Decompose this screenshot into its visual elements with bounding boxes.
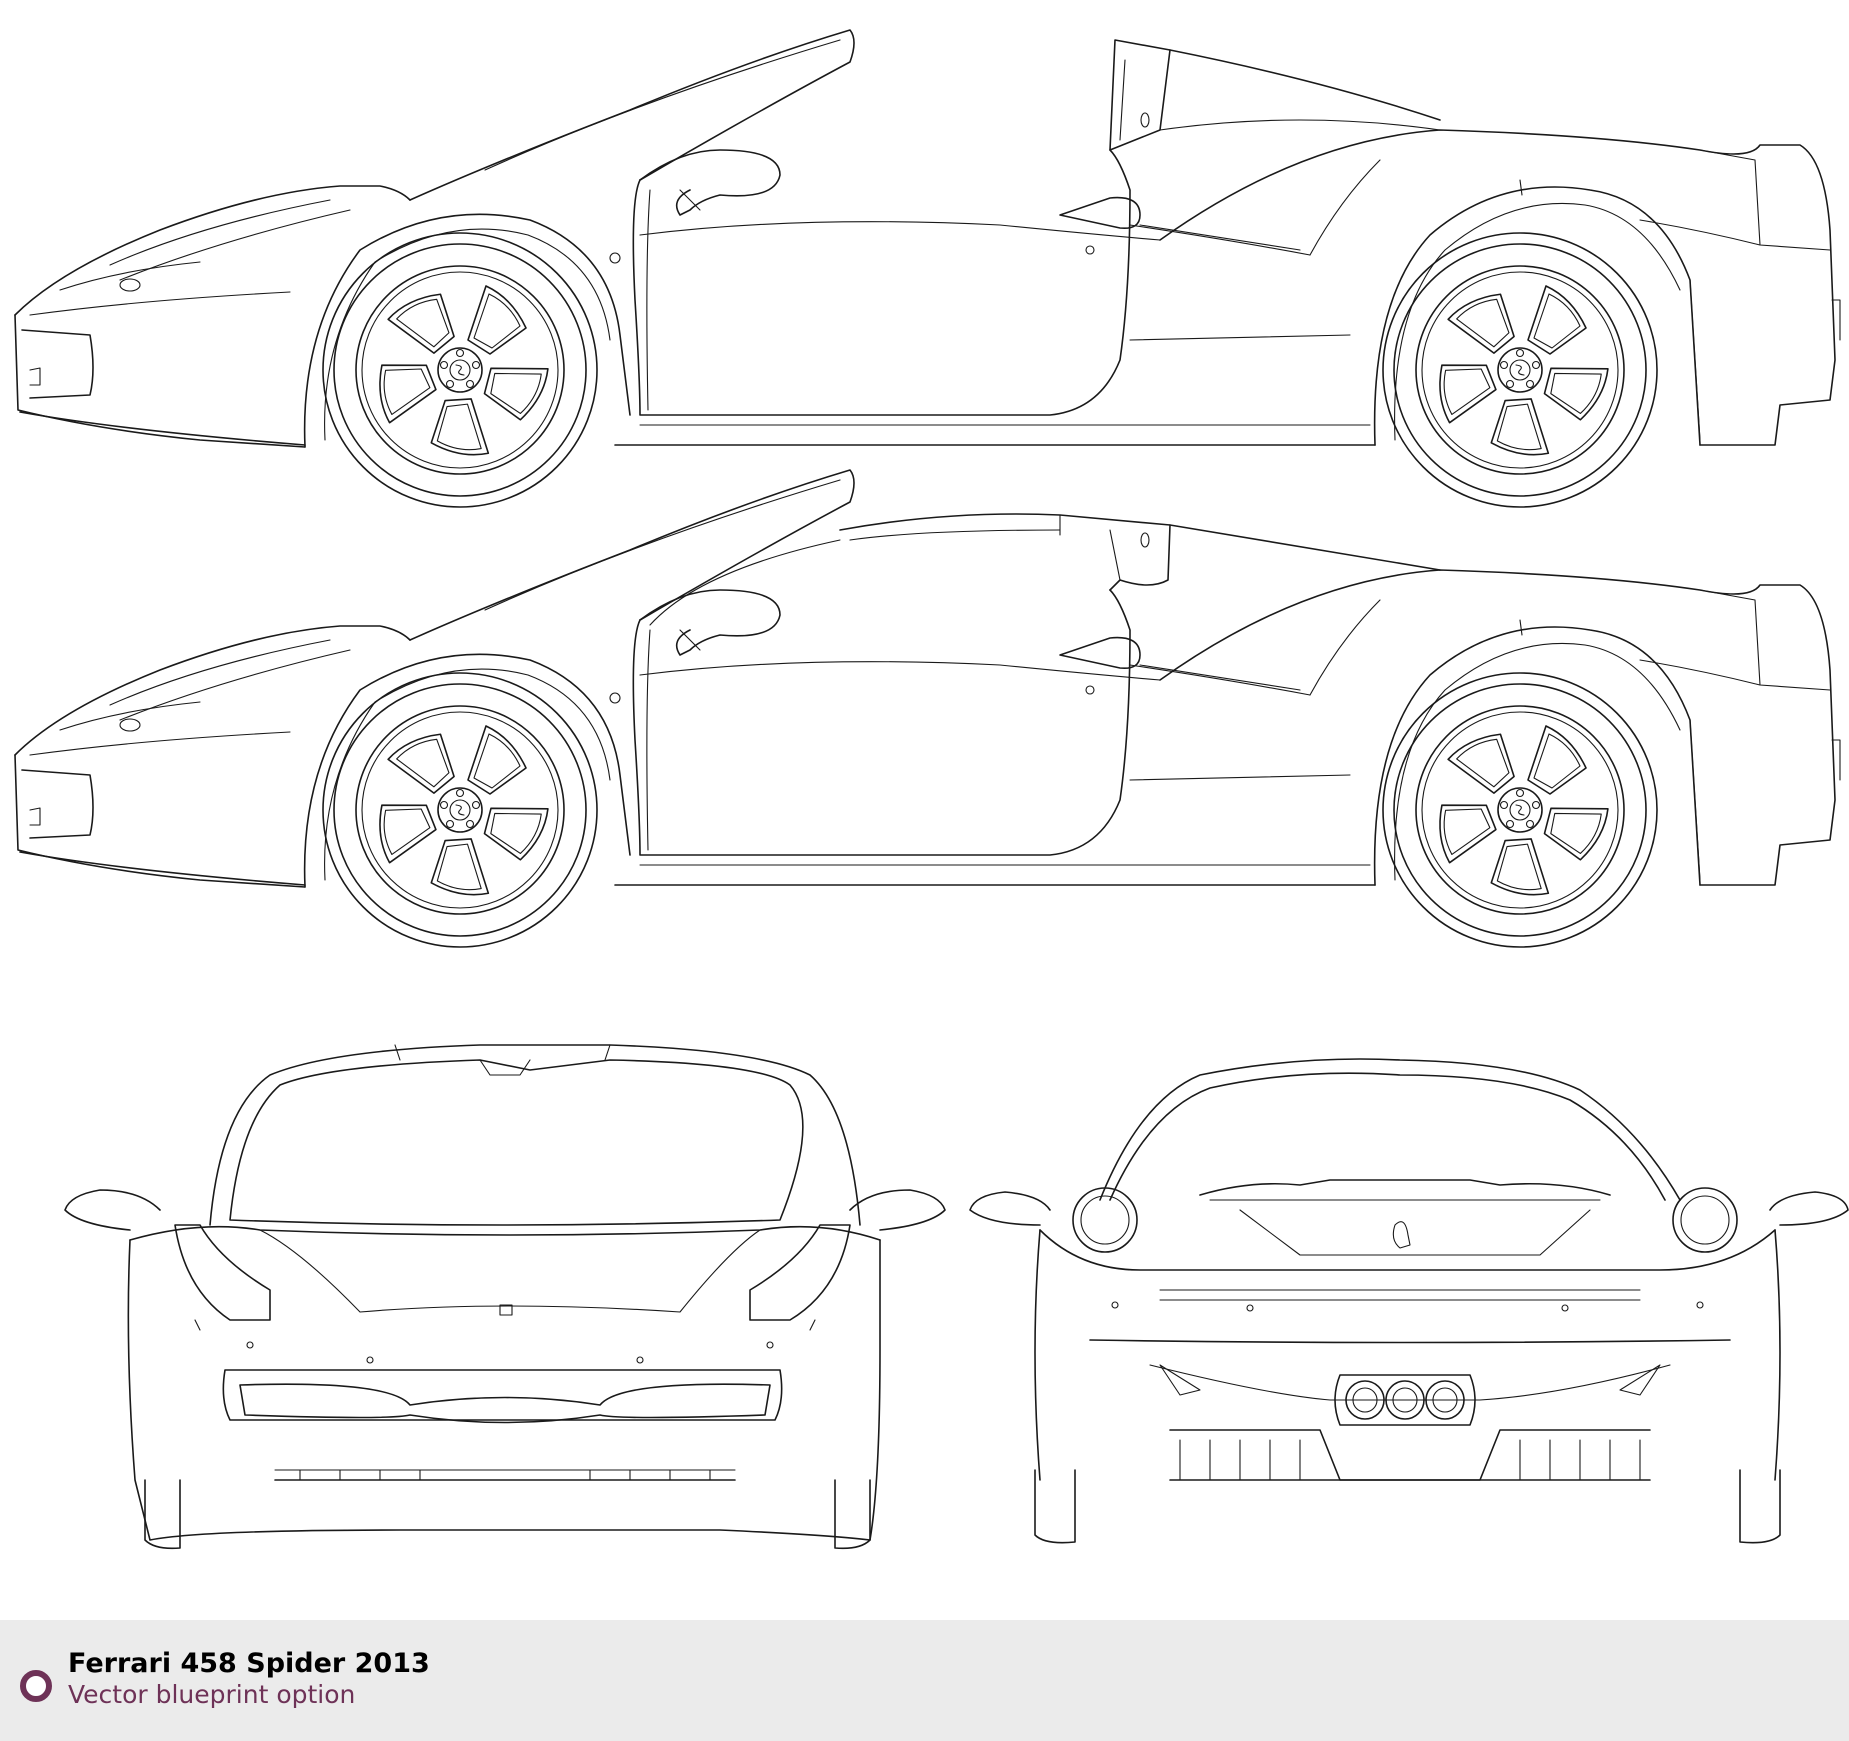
blueprint-title: Ferrari 458 Spider 2013 <box>68 1648 430 1679</box>
front-view <box>64 1044 946 1550</box>
circle-bullet-icon <box>20 1670 52 1702</box>
blueprint-subtitle: Vector blueprint option <box>68 1680 356 1709</box>
blueprint-drawing <box>14 29 1849 1550</box>
side-view-roof-open <box>14 29 1841 507</box>
side-view-roof-closed <box>14 469 1841 947</box>
footer-bar <box>0 1620 1849 1741</box>
rear-view <box>969 1058 1849 1544</box>
